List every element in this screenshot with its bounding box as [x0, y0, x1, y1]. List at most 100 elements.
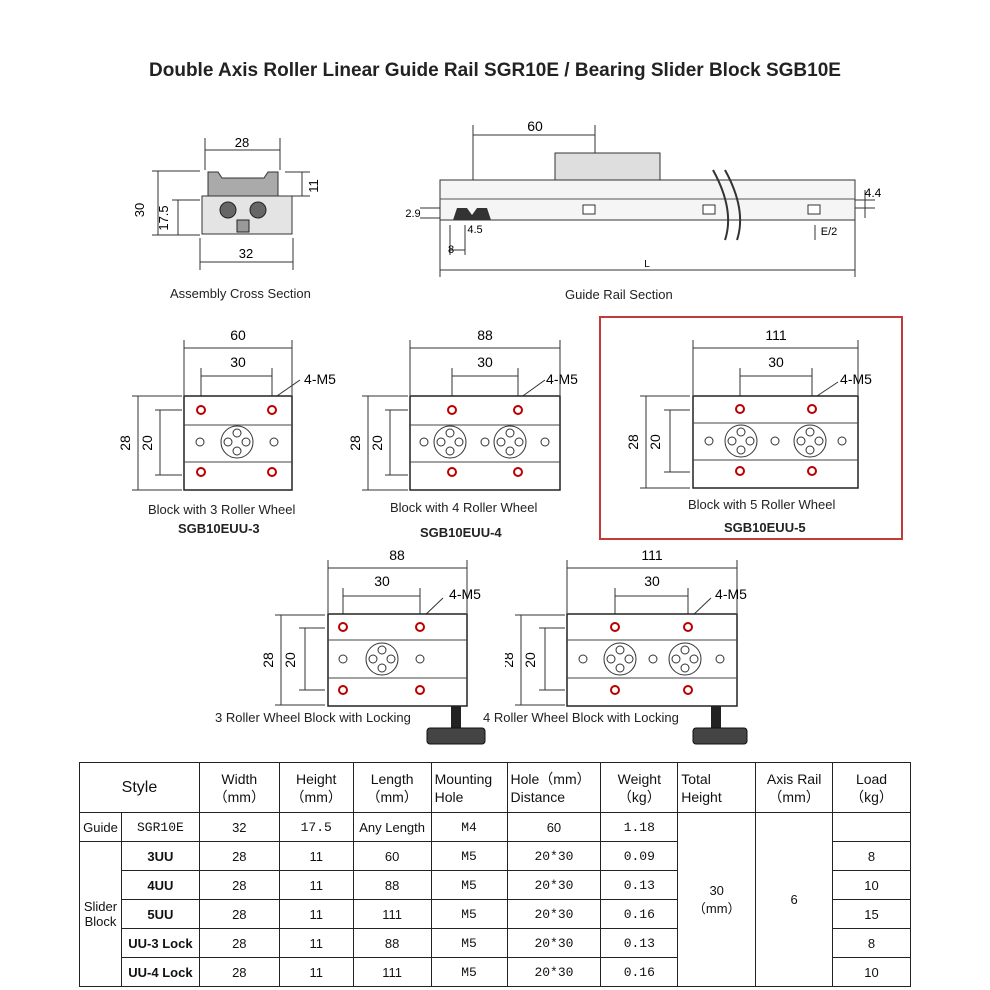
block-4-inner: 20: [369, 435, 385, 451]
lock-block-4-caption: 4 Roller Wheel Block with Locking: [483, 710, 679, 725]
cell-guide-length: Any Length: [352, 812, 432, 842]
rail-section-label: Guide Rail Section: [565, 287, 673, 302]
table-row: UU-3 Lock 28 11 88 M5 20*30 0.13 8: [80, 928, 911, 958]
block-5-thread: 4-M5: [840, 371, 872, 387]
cell-height: 11: [278, 870, 354, 900]
table-header-row: Style Width（mm） Height（mm） Length（mm） Mo…: [79, 762, 911, 813]
cell-style: 4UU: [120, 870, 200, 900]
block-4-drawing: 88 30 4-M5 28 20: [347, 327, 578, 491]
cell-style: UU-3 Lock: [120, 928, 200, 958]
dim-pitch: 60: [527, 118, 543, 134]
cell-guide-weight: 1.18: [600, 812, 679, 842]
header-style: Style: [79, 762, 200, 813]
cell-load: 10: [832, 870, 911, 900]
lock-block-3-hole-dist: 30: [374, 573, 390, 589]
header-weight: Weight（kg）: [600, 762, 679, 813]
cell-height: 11: [278, 899, 354, 929]
cell-weight: 0.13: [600, 870, 679, 900]
lock-block-4-inner: 20: [522, 652, 538, 668]
cell-guide-height: 17.5: [278, 812, 354, 842]
cell-mount: M5: [430, 841, 508, 871]
table-row: 4UU 28 11 88 M5 20*30 0.13 10: [80, 870, 911, 900]
block-5-width: 111: [765, 327, 786, 343]
block-5-inner: 20: [647, 434, 663, 450]
dim-d2: 4.5: [467, 224, 482, 236]
cell-width: 28: [198, 928, 280, 958]
cell-hole: 20*30: [506, 957, 602, 987]
dim-inner: 17.5: [156, 205, 171, 230]
cell-load: 8: [832, 841, 911, 871]
table-row-guide: Guide SGR10E 32 17.5 Any Length M4 60 1.…: [79, 812, 911, 987]
lock-block-3-caption: 3 Roller Wheel Block with Locking: [215, 710, 411, 725]
header-length: Length（mm）: [352, 762, 432, 813]
cell-style: 3UU: [120, 841, 200, 871]
cell-axis-rail: 6: [755, 812, 834, 987]
block-4-caption: Block with 4 Roller Wheel: [390, 500, 538, 515]
cell-hole: 20*30: [506, 928, 602, 958]
lock-block-3-inner: 20: [282, 652, 298, 668]
cell-mount: M5: [430, 957, 508, 987]
block-3-hole-dist: 30: [230, 354, 246, 370]
spec-table: Style Width（mm） Height（mm） Length（mm） Mo…: [79, 762, 911, 987]
dim-bottom: 32: [239, 246, 253, 261]
dim-right: 11: [306, 179, 321, 193]
block-3-height: 28: [117, 435, 133, 451]
header-hole: Hole（mm）Distance: [506, 762, 602, 813]
cell-weight: 0.13: [600, 928, 679, 958]
highlight-box: [599, 316, 903, 540]
cell-hole: 20*30: [506, 841, 602, 871]
lock-block-4-width: 111: [641, 547, 662, 563]
cell-length: 111: [352, 899, 432, 929]
cell-style: UU-4 Lock: [120, 957, 200, 987]
cell-weight: 0.16: [600, 899, 679, 929]
lock-block-3-thread: 4-M5: [449, 586, 481, 602]
header-axis: Axis Rail（mm）: [755, 762, 834, 813]
block-4-model: SGB10EUU-4: [420, 525, 502, 540]
block-4-thread: 4-M5: [546, 371, 578, 387]
block-3-width: 60: [230, 327, 246, 343]
cell-load: 8: [832, 928, 911, 958]
lock-block-4-thread: 4-M5: [715, 586, 747, 602]
cell-guide-width: 32: [198, 812, 280, 842]
cell-hole: 20*30: [506, 899, 602, 929]
dim-height: 30: [132, 203, 147, 217]
dim-d1: 8: [448, 244, 454, 256]
block-5-drawing: 111 30 4-M5 28 20: [625, 327, 872, 489]
cell-guide-hole: 60: [506, 812, 602, 842]
block-5-model: SGB10EUU-5: [724, 520, 806, 535]
cell-guide-style: SGR10E: [120, 812, 200, 842]
page-title: Double Axis Roller Linear Guide Rail SGR…: [149, 60, 841, 81]
lock-block-3-width: 88: [389, 547, 405, 563]
header-load: Load（kg）: [832, 762, 911, 813]
cell-height: 11: [278, 957, 354, 987]
cell-weight: 0.16: [600, 957, 679, 987]
table-row: 5UU 28 11 111 M5 20*30 0.16 15: [80, 899, 911, 929]
cell-width: 28: [198, 957, 280, 987]
block-5-caption: Block with 5 Roller Wheel: [688, 497, 836, 512]
cell-mount: M5: [430, 899, 508, 929]
cross-section-label: Assembly Cross Section: [170, 286, 311, 301]
cell-width: 28: [198, 870, 280, 900]
lock-block-4-hole-dist: 30: [644, 573, 660, 589]
dim-top: 28: [235, 135, 249, 150]
cell-guide-mount: M4: [430, 812, 508, 842]
table-row: UU-4 Lock 28 11 111 M5 20*30 0.16 10: [80, 957, 911, 987]
cell-weight: 0.09: [600, 841, 679, 871]
cell-length: 111: [352, 957, 432, 987]
lock-block-4-height: 28: [505, 652, 516, 668]
lock-block-4-drawing: 111 30 4-M5 28 20: [505, 547, 748, 745]
block-5-height: 28: [625, 434, 641, 450]
block-4-height: 28: [347, 435, 363, 451]
cell-height: 11: [278, 841, 354, 871]
header-height: Height（mm）: [278, 762, 354, 813]
cell-load: 15: [832, 899, 911, 929]
cell-load: 10: [832, 957, 911, 987]
cell-height: 11: [278, 928, 354, 958]
cell-width: 28: [198, 841, 280, 871]
block-4-hole-dist: 30: [477, 354, 493, 370]
dim-h1: 4.4: [865, 186, 882, 200]
rail-section-drawing: 60 4.4 2.9 8 4.5 E/2 L: [405, 118, 882, 277]
